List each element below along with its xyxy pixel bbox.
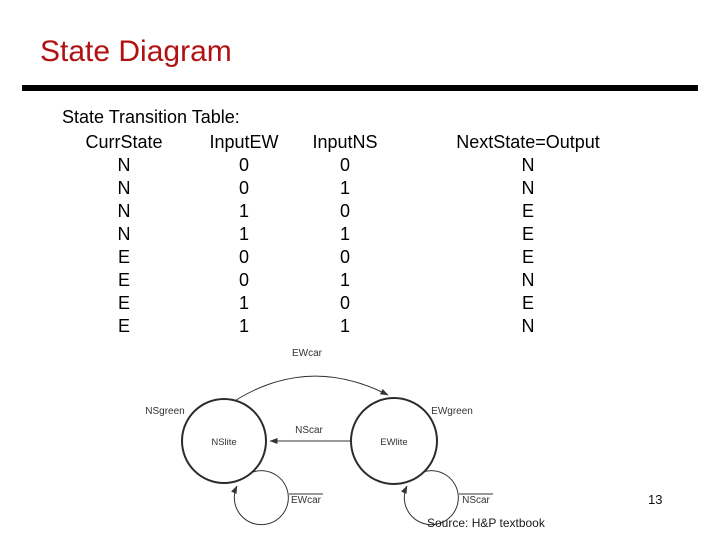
col-header-inputew: InputEW [209, 132, 279, 152]
table-caption: State Transition Table: [62, 107, 240, 127]
table-row: E 1 1 N [62, 315, 668, 338]
cell-inputns: 0 [339, 155, 350, 175]
cell-inputew: 1 [238, 316, 249, 336]
cell-currstate: E [117, 316, 130, 336]
state-label-nslite: NSlite [211, 437, 236, 448]
annotation-ewgreen: EWgreen [431, 406, 473, 417]
cell-nextstate: N [521, 178, 535, 198]
cell-inputew: 1 [238, 293, 249, 313]
page-number: 13 [648, 492, 663, 507]
annotation-nsgreen: NSgreen [145, 406, 184, 417]
col-header-inputns: InputNS [312, 132, 378, 152]
state-circle-ewlite [350, 397, 438, 485]
cell-inputns: 1 [339, 224, 350, 244]
table-row: N 0 1 N [62, 177, 668, 200]
cell-inputns: 0 [339, 293, 350, 313]
self-loop-ewlite [401, 470, 459, 526]
col-header-currstate: CurrState [85, 132, 163, 152]
cell-nextstate: E [521, 224, 534, 244]
cell-nextstate: N [521, 316, 535, 336]
slide-title: State Diagram [40, 35, 232, 68]
cell-inputew: 1 [238, 224, 249, 244]
cell-inputns: 0 [339, 247, 350, 267]
state-circle-nslite [181, 398, 267, 484]
cell-currstate: N [117, 224, 131, 244]
transition-label-ewcar: EWcar [292, 348, 323, 359]
cell-inputew: 0 [238, 155, 249, 175]
cell-nextstate: N [521, 155, 535, 175]
self-loop-label-not-nscar: NScar [462, 495, 490, 506]
cell-nextstate: E [521, 201, 534, 221]
cell-inputns: 0 [339, 201, 350, 221]
table-row: E 0 1 N [62, 269, 668, 292]
cell-currstate: N [117, 201, 131, 221]
cell-inputew: 0 [238, 247, 249, 267]
cell-inputew: 0 [238, 270, 249, 290]
cell-currstate: E [117, 247, 130, 267]
table-row: N 0 0 N [62, 154, 668, 177]
table-header-row: CurrState InputEW InputNS NextState=Outp… [62, 131, 668, 154]
self-loop-label-not-ewcar: EWcar [291, 495, 322, 506]
cell-nextstate: E [521, 293, 534, 313]
cell-currstate: E [117, 270, 130, 290]
table-row: E 0 0 E [62, 246, 668, 269]
transition-arc-ns-to-ew [232, 375, 389, 403]
col-header-nextstate: NextState=Output [456, 132, 600, 152]
cell-inputns: 1 [339, 178, 350, 198]
table-row: N 1 0 E [62, 200, 668, 223]
cell-currstate: N [117, 155, 131, 175]
source-note: Source: H&P textbook [427, 516, 545, 530]
title-divider-rule [22, 85, 698, 91]
table-row: E 1 0 E [62, 292, 668, 315]
transition-label-nscar: NScar [295, 425, 323, 436]
cell-currstate: N [117, 178, 131, 198]
cell-inputew: 1 [238, 201, 249, 221]
cell-nextstate: E [521, 247, 534, 267]
cell-nextstate: N [521, 270, 535, 290]
cell-currstate: E [117, 293, 130, 313]
state-transition-table: CurrState InputEW InputNS NextState=Outp… [62, 131, 668, 338]
cell-inputns: 1 [339, 316, 350, 336]
cell-inputns: 1 [339, 270, 350, 290]
cell-inputew: 0 [238, 178, 249, 198]
state-label-ewlite: EWlite [380, 437, 407, 448]
self-loop-nslite [231, 470, 289, 526]
table-row: N 1 1 E [62, 223, 668, 246]
